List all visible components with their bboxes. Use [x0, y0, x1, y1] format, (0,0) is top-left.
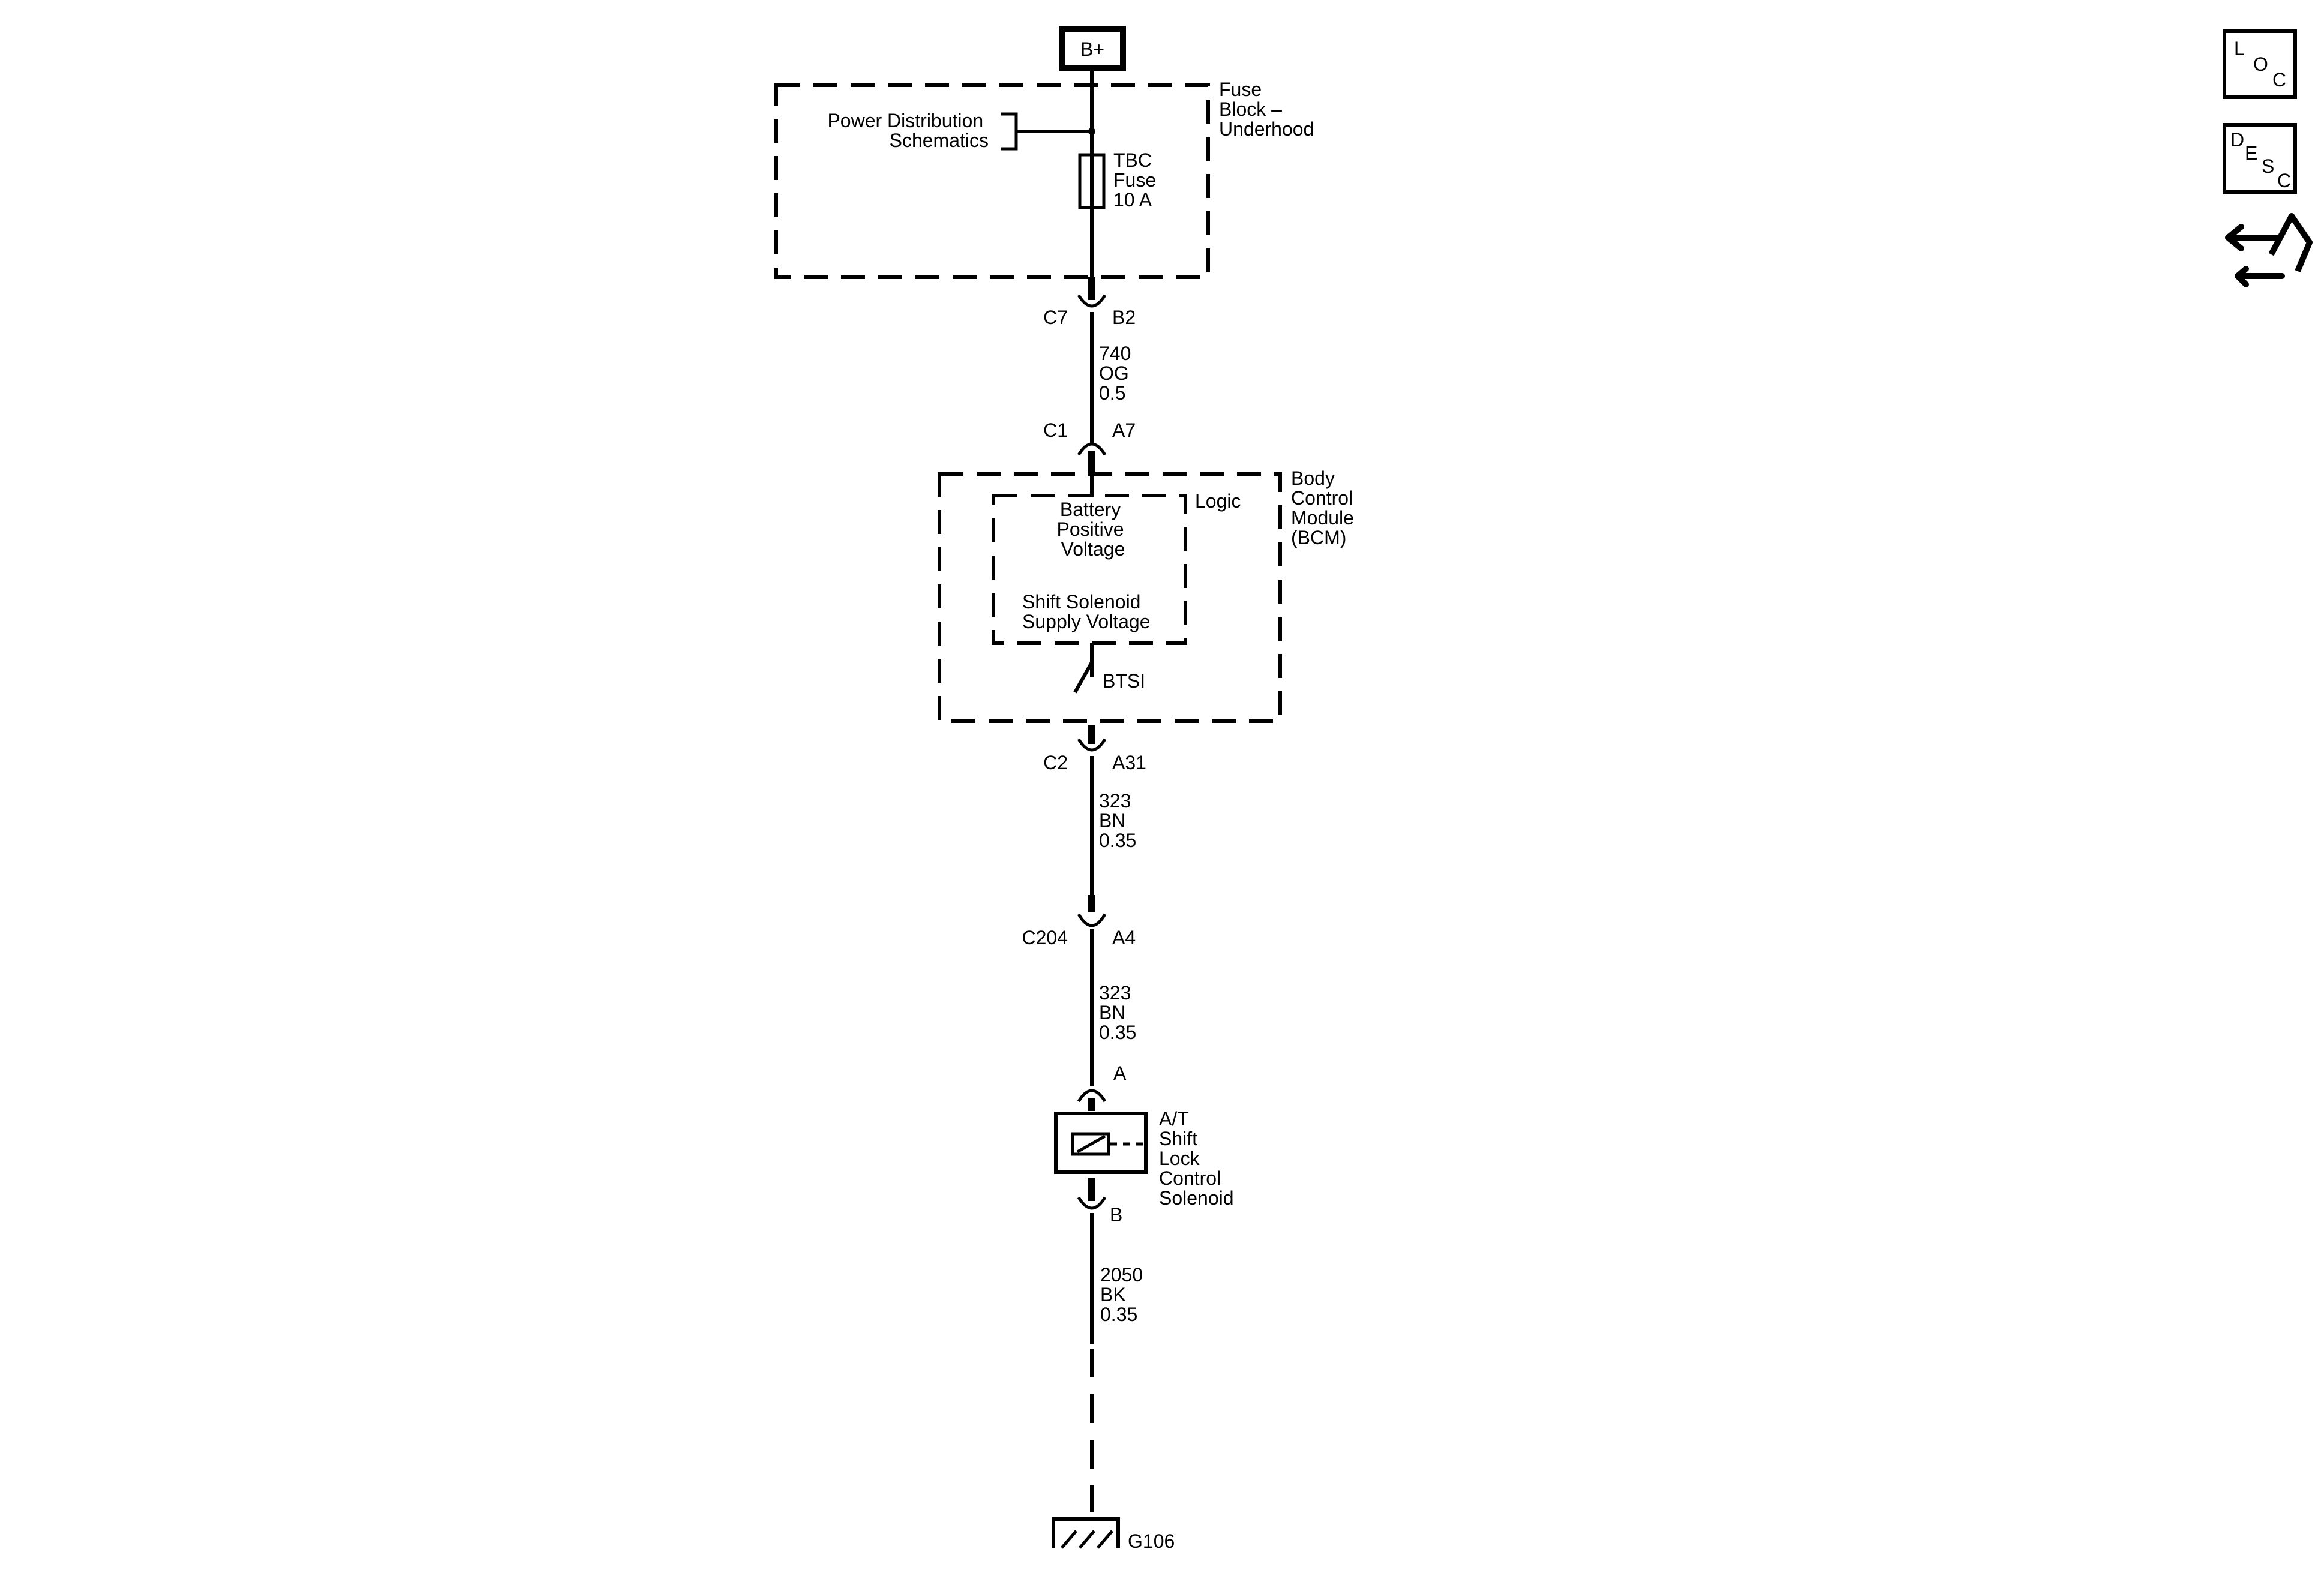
svg-text:E: E [2245, 142, 2257, 164]
ground-label: G106 [1128, 1530, 1175, 1552]
svg-text:A: A [1113, 1062, 1127, 1084]
svg-text:C: C [2272, 69, 2286, 91]
solenoid-pin-a: A [1077, 1062, 1127, 1103]
bcm-boundary [938, 472, 1282, 723]
pds-bracket [1001, 112, 1092, 151]
btsi-switch-symbol [1073, 661, 1094, 694]
battery-positive-voltage-label: Battery Positive Voltage [1057, 499, 1130, 560]
repair-info-icon[interactable] [2225, 213, 2313, 287]
connector-c2-a31: C2 A31 [1043, 738, 1146, 773]
connector-c7-b2: C7 B2 [1043, 294, 1136, 328]
svg-text:L: L [2234, 38, 2245, 59]
power-label: B+ [1080, 38, 1104, 60]
solenoid-label: A/T Shift Lock Control Solenoid [1159, 1108, 1234, 1209]
svg-text:A31: A31 [1112, 752, 1146, 773]
logic-label: Logic [1195, 490, 1241, 512]
location-icon[interactable]: L O C [2223, 29, 2297, 99]
shift-solenoid-supply-label: Shift Solenoid Supply Voltage [1022, 591, 1151, 632]
fuse-block-title: Fuse Block – Underhood [1219, 79, 1314, 140]
solenoid-pin-b: B [1077, 1196, 1122, 1226]
battery-positive-source: B+ [1059, 26, 1126, 71]
solenoid-housing [1054, 1112, 1148, 1174]
wire-label-740: 740 OG 0.5 [1099, 343, 1136, 404]
terminal-stubs [1088, 277, 1095, 1201]
fuse-block-boundary [774, 83, 1210, 279]
svg-text:C204: C204 [1022, 927, 1068, 948]
svg-text:C1: C1 [1043, 419, 1068, 441]
svg-text:C7: C7 [1043, 307, 1068, 328]
bcm-logic-boundary [992, 494, 1187, 645]
fuse-block-underhood: Fuse Block – Underhood Power Distributio… [774, 79, 1314, 279]
svg-text:B: B [1110, 1204, 1122, 1226]
body-control-module: Body Control Module (BCM) Logic Battery … [938, 467, 1359, 723]
connector-c1-a7: C1 A7 [1043, 419, 1136, 456]
wire-label-323-upper: 323 BN 0.35 [1099, 790, 1136, 851]
svg-text:C: C [2277, 170, 2291, 191]
tbc-fuse-label: TBC Fuse 10 A [1113, 149, 1161, 211]
wire-label-2050: 2050 BK 0.35 [1100, 1264, 1148, 1325]
svg-text:A7: A7 [1112, 419, 1136, 441]
svg-text:A4: A4 [1112, 927, 1136, 948]
wire-label-323-lower: 323 BN 0.35 [1099, 982, 1136, 1043]
btsi-label: BTSI [1103, 670, 1145, 692]
svg-text:C2: C2 [1043, 752, 1068, 773]
bcm-title: Body Control Module (BCM) [1291, 467, 1359, 548]
ground-g106: G106 [1052, 1517, 1175, 1552]
svg-text:D: D [2230, 129, 2244, 151]
description-icon[interactable]: D E S C [2223, 123, 2297, 194]
svg-text:B2: B2 [1112, 307, 1136, 328]
solenoid-coil [1071, 1132, 1110, 1156]
power-distribution-link[interactable]: Power Distribution Schematics [827, 110, 989, 151]
svg-text:O: O [2253, 53, 2268, 75]
connector-c204-a4: C204 A4 [1022, 913, 1136, 948]
svg-text:S: S [2262, 155, 2274, 177]
shift-lock-solenoid: A/T Shift Lock Control Solenoid [1054, 1108, 1234, 1209]
